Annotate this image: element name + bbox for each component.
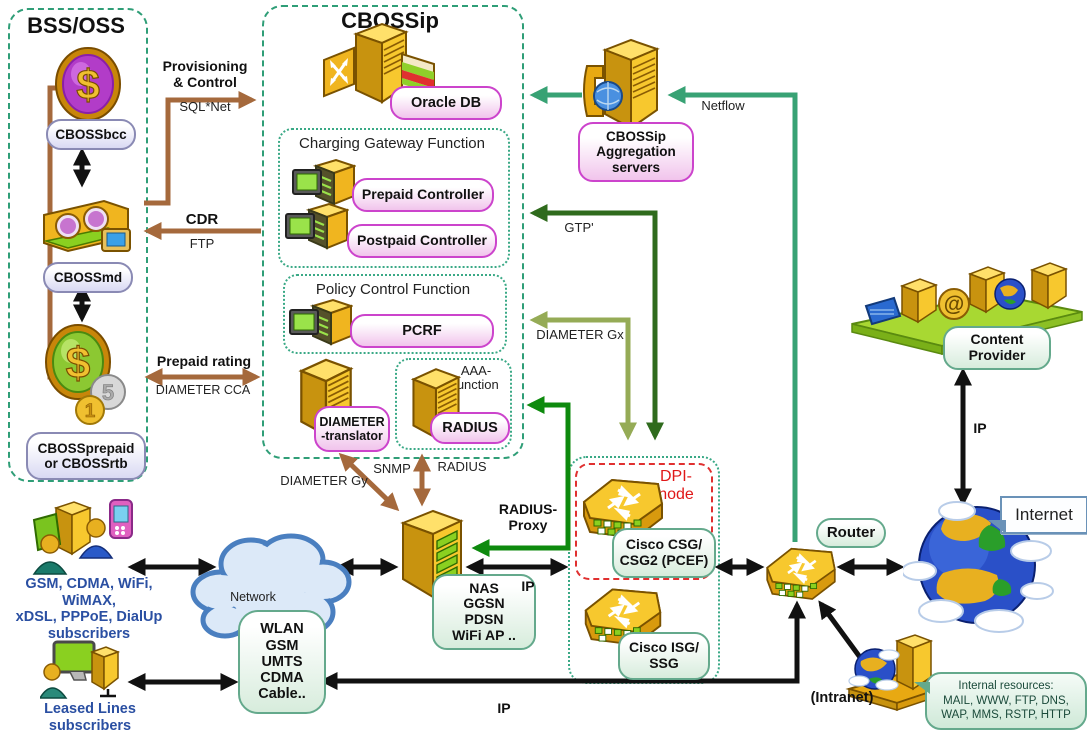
cdr-label: CDR bbox=[185, 211, 219, 228]
edge-diameter-gy bbox=[338, 452, 400, 512]
aggregation-servers-label: CBOSSip Aggregation servers bbox=[578, 122, 694, 182]
prepaid-rating-label: Prepaid rating bbox=[156, 353, 252, 369]
edge-provisioning bbox=[144, 91, 257, 206]
pcrf-server-icon bbox=[289, 298, 353, 346]
dpi-node-title: DPI- node bbox=[658, 468, 694, 504]
charging-gateway-box bbox=[278, 128, 510, 268]
aggregation-server-icon bbox=[583, 38, 660, 130]
dpi-node-box bbox=[575, 463, 713, 580]
edge-netflow bbox=[667, 86, 798, 542]
svg-text:@: @ bbox=[944, 293, 964, 316]
netflow-label: Netflow bbox=[701, 98, 745, 113]
ip-content-label: IP bbox=[973, 420, 987, 436]
prepaid-controller-server-icon bbox=[292, 158, 356, 206]
edge-radius-proxy bbox=[471, 396, 571, 557]
ip-bottom-label: IP bbox=[497, 700, 511, 716]
snmp-label: SNMP bbox=[373, 461, 411, 476]
radius-proxy-label: RADIUS- Proxy bbox=[498, 501, 558, 534]
cbossmd-label: CBOSSmd bbox=[43, 262, 133, 293]
edge-gtp bbox=[529, 204, 664, 441]
intranet-server-icon bbox=[845, 634, 949, 712]
cbossbcc-coin-icon: $ bbox=[55, 47, 121, 121]
mobile-subscribers-icon bbox=[32, 499, 133, 575]
aaa-function-label: AAA- function bbox=[453, 363, 499, 393]
policy-control-title: Policy Control Function bbox=[315, 281, 471, 298]
content-provider-icon: @ bbox=[851, 262, 1083, 355]
svg-text:5: 5 bbox=[102, 380, 114, 405]
edge-wlan-router-ip bbox=[319, 600, 806, 690]
bss-oss-box bbox=[8, 8, 148, 482]
bss-oss-title: BSS/OSS bbox=[27, 13, 125, 38]
cbossprepaid-coin-icon: $ 5 1 bbox=[45, 324, 126, 425]
router-icon bbox=[766, 547, 836, 600]
internet-globe-icon bbox=[903, 501, 1054, 633]
oracle-db-label: Oracle DB bbox=[390, 86, 502, 120]
diameter-gy-label: DIAMETER Gy bbox=[280, 473, 368, 488]
leased-subscribers-icon bbox=[40, 640, 121, 699]
cisco-isg-label: Cisco ISG/SSG bbox=[618, 632, 710, 680]
diameter-translator-label: DIAMETER-translator bbox=[314, 406, 390, 452]
leased-subscribers-label: Leased Lines subscribers bbox=[44, 701, 136, 733]
postpaid-controller-label: Postpaid Controller bbox=[347, 224, 497, 258]
cbossmd-icon bbox=[43, 199, 131, 253]
prepaid-controller-label: Prepaid Controller bbox=[352, 178, 494, 212]
network-label: Network bbox=[230, 590, 276, 604]
provisioning-label: Provisioning & Control bbox=[162, 58, 248, 91]
policy-control-box bbox=[283, 274, 507, 354]
router-label: Router bbox=[816, 518, 886, 548]
charging-gateway-title: Charging Gateway Function bbox=[299, 135, 485, 152]
mobile-subscribers-label: GSM, CDMA, WiFi, WiMAX, xDSL, PPPoE, Dia… bbox=[15, 576, 163, 643]
diameter-gx-label: DIAMETER Gx bbox=[536, 327, 624, 342]
internet-label: Internet bbox=[988, 496, 1087, 534]
pcrf-label: PCRF bbox=[350, 314, 494, 348]
svg-text:$: $ bbox=[76, 61, 99, 108]
diameter-cca-label: DIAMETER CCA bbox=[155, 383, 251, 397]
gtp-label: GTP' bbox=[564, 220, 594, 235]
cisco-isg-router-icon bbox=[584, 588, 662, 646]
cisco-csg-label: Cisco CSG/CSG2 (PCEF) bbox=[612, 528, 716, 578]
edge-diameter-gx bbox=[529, 311, 637, 441]
svg-text:$: $ bbox=[66, 339, 90, 388]
postpaid-controller-server-icon bbox=[285, 202, 349, 250]
sqlnet-label: SQL*Net bbox=[179, 99, 231, 114]
svg-text:1: 1 bbox=[85, 401, 96, 422]
internal-resources-label: Internal resources: MAIL, WWW, FTP, DNS,… bbox=[914, 672, 1087, 730]
ip-mid-label: IP bbox=[521, 578, 535, 594]
radius-protocol-label: RADIUS bbox=[437, 459, 487, 474]
intranet-label: (Intranet) bbox=[810, 690, 874, 706]
ftp-label: FTP bbox=[189, 236, 215, 251]
cbossbcc-label: CBOSSbcc bbox=[46, 119, 136, 150]
radius-label: RADIUS bbox=[430, 412, 510, 444]
